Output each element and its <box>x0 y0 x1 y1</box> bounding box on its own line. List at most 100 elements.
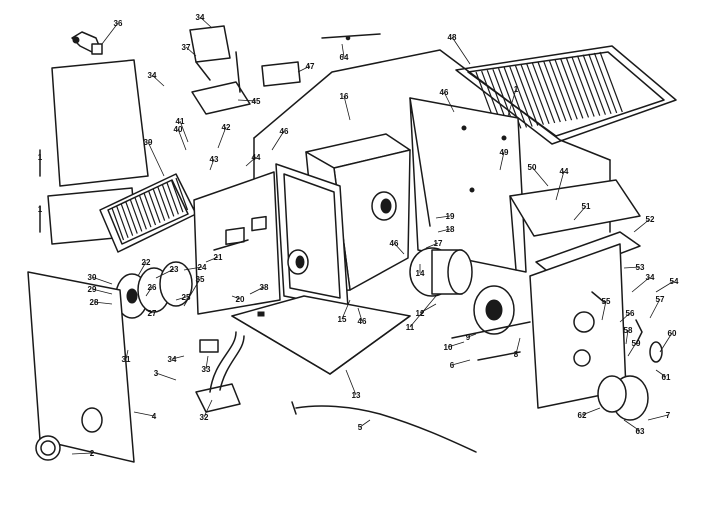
leader-line <box>185 46 197 57</box>
leader-line <box>451 359 471 366</box>
part-number-label: 46 <box>280 127 289 136</box>
grille-bar <box>559 58 584 119</box>
part-number-label: 29 <box>88 285 97 294</box>
part-number-label: 1 <box>38 205 43 214</box>
leader-line <box>145 286 153 297</box>
leader-line <box>619 312 631 323</box>
leader-line <box>467 333 477 338</box>
leader-line <box>151 74 165 87</box>
leader-line <box>177 128 187 151</box>
part-number-label: 12 <box>416 309 425 318</box>
inner-access-panel <box>275 163 349 309</box>
leader-line <box>419 303 437 314</box>
leader-line <box>91 288 113 295</box>
grille-bar <box>593 52 618 114</box>
part-number-label: 16 <box>340 92 349 101</box>
grille-bar <box>526 63 550 125</box>
part-number-label: 36 <box>114 19 123 28</box>
leader-line <box>175 296 187 301</box>
part-number-label: 34 <box>196 13 205 22</box>
leader-line <box>655 369 667 378</box>
part-number-label: 3 <box>154 369 159 378</box>
part-number-label: 58 <box>624 326 633 335</box>
grille-bar <box>138 194 152 228</box>
grille-bar <box>565 57 590 118</box>
part-number-label: 56 <box>626 309 635 318</box>
grille-bar <box>134 197 147 230</box>
part-number-label: 52 <box>646 215 655 224</box>
leader-line <box>341 299 351 320</box>
part-number-label: 19 <box>446 212 455 221</box>
grille-bar <box>571 56 595 117</box>
part-number-label: 64 <box>340 53 349 62</box>
grille-bar <box>588 53 612 115</box>
part-number-label: 23 <box>170 265 179 274</box>
part-number-label: 26 <box>148 283 157 292</box>
leader-line <box>341 43 345 58</box>
gas-valve-part <box>71 31 103 55</box>
part-number-label: 1 <box>514 85 519 94</box>
switch-bracket <box>195 331 245 413</box>
leader-line <box>359 419 371 428</box>
part-number-label: 46 <box>390 239 399 248</box>
part-number-label: 27 <box>148 309 157 318</box>
leader-line <box>209 158 215 171</box>
blower-motor <box>409 247 515 335</box>
leader-line <box>573 205 587 221</box>
part-number-label: 51 <box>582 202 591 211</box>
leader-line <box>217 126 227 149</box>
leader-line <box>125 349 129 360</box>
part-number-label: 59 <box>632 339 641 348</box>
part-number-label: 33 <box>202 365 211 374</box>
leader-line <box>555 170 565 201</box>
leader-line <box>93 301 113 305</box>
grille-bar <box>554 59 578 120</box>
grille-bar <box>537 61 561 123</box>
grille-bar <box>120 203 134 236</box>
grille-bar <box>129 199 143 232</box>
part-number-label: 46 <box>358 317 367 326</box>
part-number-label: 21 <box>214 253 223 262</box>
grille-bar <box>175 177 189 211</box>
part-number-label: 50 <box>528 163 537 172</box>
leader-line <box>659 332 673 353</box>
burner-assembly <box>115 261 193 319</box>
leader-line <box>231 295 241 300</box>
leader-line <box>425 242 439 249</box>
leader-line <box>443 91 455 113</box>
part-number-label: 48 <box>448 33 457 42</box>
grille-bar <box>157 186 170 219</box>
part-number-label: 44 <box>252 153 261 162</box>
grille-bar <box>543 60 567 122</box>
leader-line <box>623 419 641 432</box>
grille-bar <box>531 62 556 124</box>
leader-line <box>145 309 153 314</box>
leader-line <box>633 218 651 233</box>
leader-line <box>581 407 601 416</box>
part-number-label: 60 <box>668 329 677 338</box>
part-number-label: 4 <box>152 412 157 421</box>
inducer-assembly <box>573 311 663 421</box>
leader-line <box>249 286 265 295</box>
leader-line <box>155 372 177 381</box>
leader-line <box>155 268 175 279</box>
grille-bar <box>548 59 573 121</box>
grille-bar <box>148 190 161 224</box>
leader-line <box>625 329 629 345</box>
part-number-label: 28 <box>90 298 99 307</box>
leader-line <box>343 95 351 121</box>
leader-line <box>203 399 213 418</box>
part-number-label: 1 <box>38 153 43 162</box>
part-number-label: 35 <box>196 275 205 284</box>
part-number-label: 62 <box>578 411 587 420</box>
part-number-label: 34 <box>168 355 177 364</box>
leader-line <box>171 355 185 360</box>
part-number-label: 41 <box>176 117 185 126</box>
leader-line <box>179 120 189 143</box>
leader-line <box>205 355 209 370</box>
leader-line <box>91 276 113 285</box>
leader-line <box>183 266 203 271</box>
part-number-label: 42 <box>222 123 231 132</box>
part-number-label: 37 <box>182 43 191 52</box>
part-number-label: 63 <box>636 427 645 436</box>
